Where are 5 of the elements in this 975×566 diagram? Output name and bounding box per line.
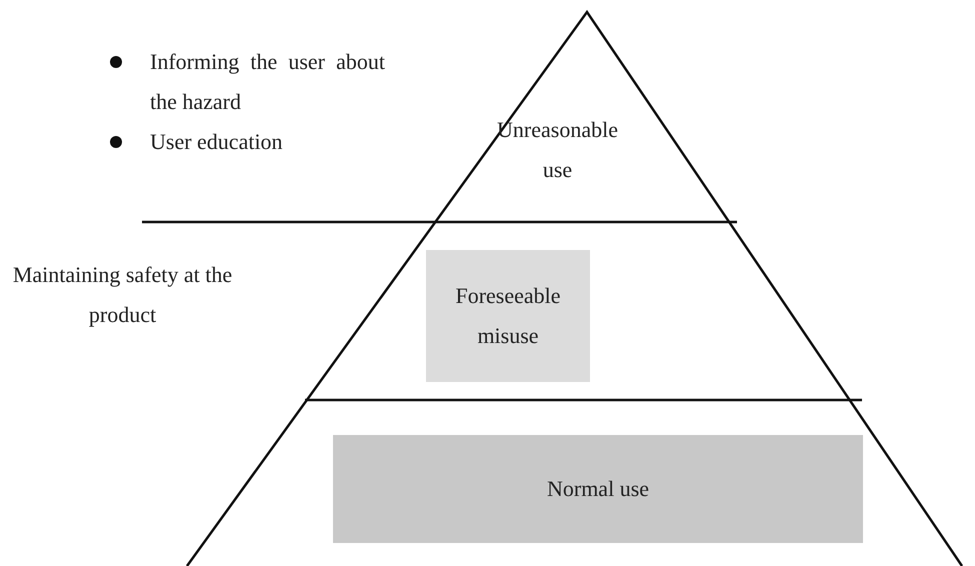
side-note: Maintaining safety at the product: [12, 261, 234, 329]
bullet-item-text: User education: [150, 128, 284, 156]
tier-box: Foreseeable misuse: [426, 250, 590, 382]
bullet-item-text: Informing the user about the hazard: [150, 48, 385, 116]
tier-box: Normal use: [333, 435, 863, 543]
